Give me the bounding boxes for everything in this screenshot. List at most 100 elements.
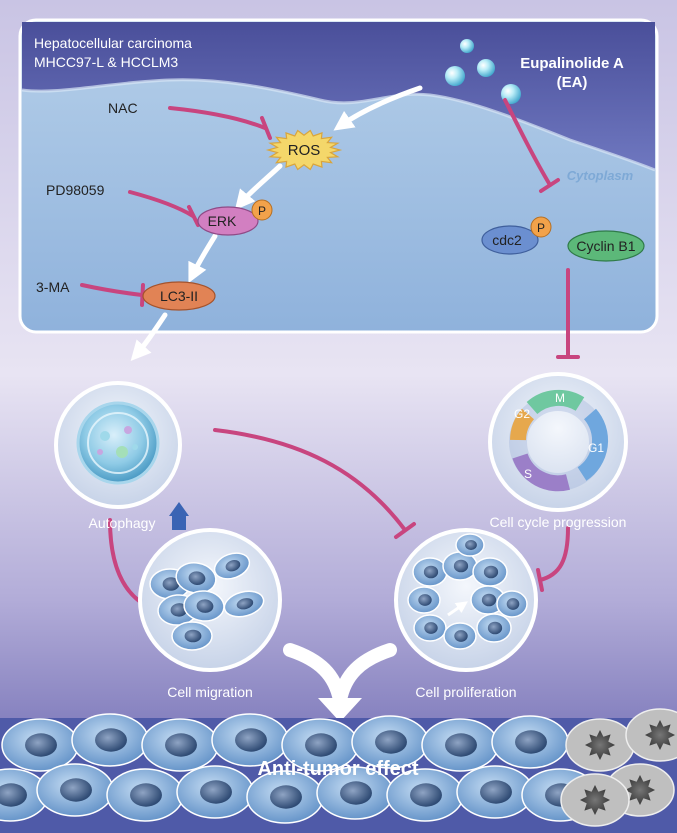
cell-cycle-circle: M G1 S G2: [488, 372, 628, 512]
s-label: S: [524, 467, 532, 481]
cell-cycle-progression-label: Cell cycle progression: [490, 514, 627, 530]
g2-phase-arc: [510, 408, 535, 441]
drug-bubble: [445, 66, 465, 86]
cell-migration-circle: [138, 528, 282, 672]
cell-icon: [407, 586, 441, 614]
pd98059-inhibit-tbar: [187, 205, 200, 227]
pd98059-inhibit-erk-arrow: [128, 190, 195, 218]
nac-inhibit-ros-arrow: [168, 106, 267, 130]
nac-inhibit-tbar: [260, 116, 272, 140]
cellcycle-inhibit-proliferation-tbar: [536, 568, 544, 592]
cell-icon: [71, 713, 149, 767]
cell-icon: [491, 715, 569, 769]
cell-icon: [386, 768, 464, 822]
three-ma-label: 3-MA: [36, 279, 70, 295]
pd98059-label: PD98059: [46, 182, 105, 198]
cell-icon: [412, 557, 448, 587]
erk-phospho-label: P: [258, 204, 266, 218]
cell-icon: [36, 763, 114, 817]
cyclin-ellipse: [567, 230, 645, 262]
autophagy-label: Autophagy: [89, 515, 156, 531]
drug-bubble: [460, 39, 474, 53]
cell-icon: [211, 713, 289, 767]
erk-label: ERK: [208, 213, 237, 229]
drug-bubble: [477, 59, 495, 77]
g1-phase-arc: [577, 408, 609, 481]
tumor-cell-layer: [0, 708, 677, 833]
cellcycle-inhibit-proliferation-arrow: [538, 526, 570, 582]
cell-icon: [106, 768, 184, 822]
lc3-activates-autophagy-arrow: [130, 312, 168, 361]
apoptotic-cell-icon: [625, 708, 677, 762]
m-phase-arc: [526, 389, 585, 415]
cell-icon: [413, 614, 447, 642]
apoptotic-cell-icon: [565, 718, 635, 772]
cyclin-node: Cyclin B1: [567, 230, 645, 262]
cell-icon: [223, 590, 265, 618]
drug-name: Eupalinolide A: [520, 55, 624, 72]
cell-icon: [470, 585, 506, 615]
g2-label: G2: [514, 407, 530, 421]
cell-icon: [281, 718, 359, 772]
cdc2-phospho-badge: [530, 216, 552, 238]
cytoplasm-panel: [18, 18, 659, 334]
autophagy-circle: [54, 381, 182, 509]
lc3-node: LC3-II: [142, 281, 216, 311]
lc3-ellipse: [142, 281, 216, 311]
cell-migration-label: Cell migration: [167, 684, 253, 700]
cyclin-label: Cyclin B1: [576, 238, 635, 254]
cell-icon: [213, 552, 251, 580]
cell-proliferation-label: Cell proliferation: [415, 684, 516, 700]
anti-tumor-effect-label: Anti-tumor effect: [257, 758, 418, 780]
cell-icon: [175, 562, 217, 594]
cell-line-title: Hepatocellular carcinoma: [34, 35, 192, 51]
cell-icon: [141, 718, 219, 772]
autophagy-inhibit-proliferation-tbar: [394, 522, 416, 539]
cell-icon: [246, 770, 324, 824]
cdc2-label: cdc2: [492, 232, 522, 248]
autophagosome-icon: [76, 401, 160, 485]
cell-icon: [496, 590, 528, 618]
lc3-label: LC3-II: [160, 288, 198, 304]
ros-starburst: [265, 129, 343, 171]
cell-icon: [421, 718, 499, 772]
ea-activates-ros-arrow: [333, 85, 423, 131]
erk-phospho-badge: [251, 199, 273, 221]
cell-icon: [1, 718, 79, 772]
cell-icon: [443, 622, 477, 650]
cell-proliferation-circle: [394, 528, 538, 672]
autophagy-inhibit-proliferation-arrow: [213, 428, 407, 532]
cell-icon: [176, 765, 254, 819]
cell-icon: [472, 557, 508, 587]
cell-icon: [351, 715, 429, 769]
cdc2-node: cdc2 P: [481, 216, 552, 255]
ea-inhibit-cdc2-tbar: [539, 178, 560, 193]
nac-label: NAC: [108, 100, 138, 116]
ros-label: ROS: [288, 142, 321, 159]
erk-ellipse: [197, 206, 259, 236]
cell-icon: [442, 551, 478, 581]
proliferation-arrow: [447, 601, 468, 617]
cdc2-ellipse: [481, 225, 539, 255]
three-ma-inhibit-lc3-arrow: [80, 283, 144, 297]
cell-icon: [0, 768, 49, 822]
merge-arrow-right: [333, 643, 397, 707]
erk-node: ERK P: [197, 199, 273, 236]
up-arrow-icon: [169, 502, 189, 530]
cell-icon: [171, 621, 213, 651]
merge-arrow: [283, 643, 397, 707]
cell-line-names: MHCC97-L & HCCLM3: [34, 54, 178, 70]
ea-inhibit-cdc2-arrow: [503, 98, 552, 187]
apoptotic-cell-icon: [560, 773, 630, 827]
cdc2-phospho-label: P: [537, 221, 545, 235]
g1-label: G1: [588, 441, 604, 455]
cell-icon: [316, 766, 394, 820]
cytoplasm-label: Cytoplasm: [567, 168, 634, 183]
m-label: M: [555, 391, 565, 405]
drug-abbrev: (EA): [557, 74, 588, 91]
erk-activates-lc3-arrow: [188, 233, 218, 284]
ros-node: ROS: [265, 129, 343, 171]
cell-icon: [476, 613, 512, 643]
